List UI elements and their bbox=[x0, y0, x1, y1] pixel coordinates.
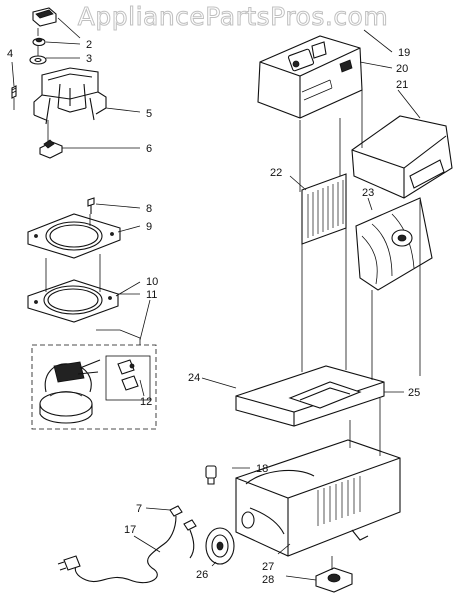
part-gasket-9 bbox=[27, 213, 121, 259]
callout-21: 21 bbox=[396, 79, 408, 91]
part-caster bbox=[315, 567, 353, 593]
callout-18: 18 bbox=[256, 463, 268, 475]
part-cap bbox=[32, 7, 57, 27]
part-base-housing bbox=[235, 439, 401, 557]
callout-25: 25 bbox=[408, 387, 420, 399]
part-tray bbox=[235, 365, 385, 427]
callout-22: 22 bbox=[270, 167, 282, 179]
callout-2: 2 bbox=[86, 39, 92, 51]
callout-20: 20 bbox=[396, 63, 408, 75]
part-fitting-18 bbox=[205, 465, 217, 485]
part-top-lid bbox=[351, 115, 453, 199]
part-gasket-10 bbox=[27, 279, 119, 323]
part-filter bbox=[301, 173, 347, 245]
part-motor-group-box bbox=[31, 344, 157, 430]
callout-26: 26 bbox=[196, 569, 208, 581]
part-wheel bbox=[205, 527, 235, 565]
part-washer bbox=[29, 55, 47, 65]
part-screw-8 bbox=[87, 197, 95, 214]
callout-28: 28 bbox=[262, 574, 274, 586]
callout-3: 3 bbox=[86, 53, 92, 65]
callout-6: 6 bbox=[146, 143, 152, 155]
part-nut bbox=[32, 37, 46, 47]
part-brush-box bbox=[105, 355, 151, 401]
callout-5: 5 bbox=[146, 108, 152, 120]
callout-24: 24 bbox=[188, 372, 200, 384]
callout-4: 4 bbox=[7, 48, 13, 60]
callout-23: 23 bbox=[362, 187, 374, 199]
part-motor-bracket bbox=[33, 67, 107, 125]
callout-8: 8 bbox=[146, 203, 152, 215]
callout-10: 10 bbox=[146, 276, 158, 288]
callout-19: 19 bbox=[398, 47, 410, 59]
callout-12: 12 bbox=[140, 396, 152, 408]
callout-11: 11 bbox=[146, 289, 157, 301]
callout-27: 27 bbox=[262, 561, 274, 573]
part-clip-6 bbox=[39, 139, 63, 159]
part-power-cord bbox=[57, 505, 197, 584]
callout-17: 17 bbox=[124, 524, 136, 536]
part-handle-cover bbox=[257, 35, 363, 119]
callout-9: 9 bbox=[146, 221, 152, 233]
callout-7: 7 bbox=[136, 503, 142, 515]
part-dust-bag bbox=[355, 197, 433, 291]
part-screw-4 bbox=[11, 85, 17, 99]
